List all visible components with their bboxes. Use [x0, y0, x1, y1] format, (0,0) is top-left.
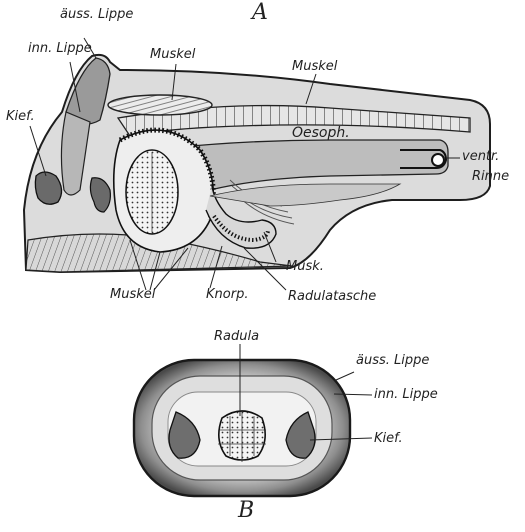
label-muskel-3: Muskel — [110, 288, 155, 301]
label-rinne: Rinne — [472, 170, 509, 183]
label-musk: Musk. — [286, 260, 324, 273]
label-kief-b: Kief. — [374, 432, 403, 445]
section-b — [134, 344, 372, 496]
label-auss-lippe-a: äuss. Lippe — [60, 8, 133, 21]
label-radulatasche: Radulatasche — [288, 290, 376, 303]
label-auss-lippe-b: äuss. Lippe — [356, 354, 429, 367]
label-knorp: Knorp. — [206, 288, 248, 301]
label-ventr: ventr. — [462, 150, 499, 163]
label-inn-lippe-b: inn. Lippe — [374, 388, 438, 401]
label-inn-lippe-a: inn. Lippe — [28, 42, 92, 55]
label-oesoph: Oesoph. — [292, 126, 350, 140]
panel-a-label: A — [252, 2, 268, 24]
muskel-ellipse — [108, 95, 212, 115]
label-radula: Radula — [214, 330, 259, 343]
label-kief-a: Kief. — [6, 110, 35, 123]
label-muskel-1: Muskel — [150, 48, 195, 61]
label-muskel-2: Muskel — [292, 60, 337, 73]
panel-b-label: B — [238, 500, 254, 522]
section-a — [24, 38, 490, 290]
groove-end — [432, 154, 444, 166]
